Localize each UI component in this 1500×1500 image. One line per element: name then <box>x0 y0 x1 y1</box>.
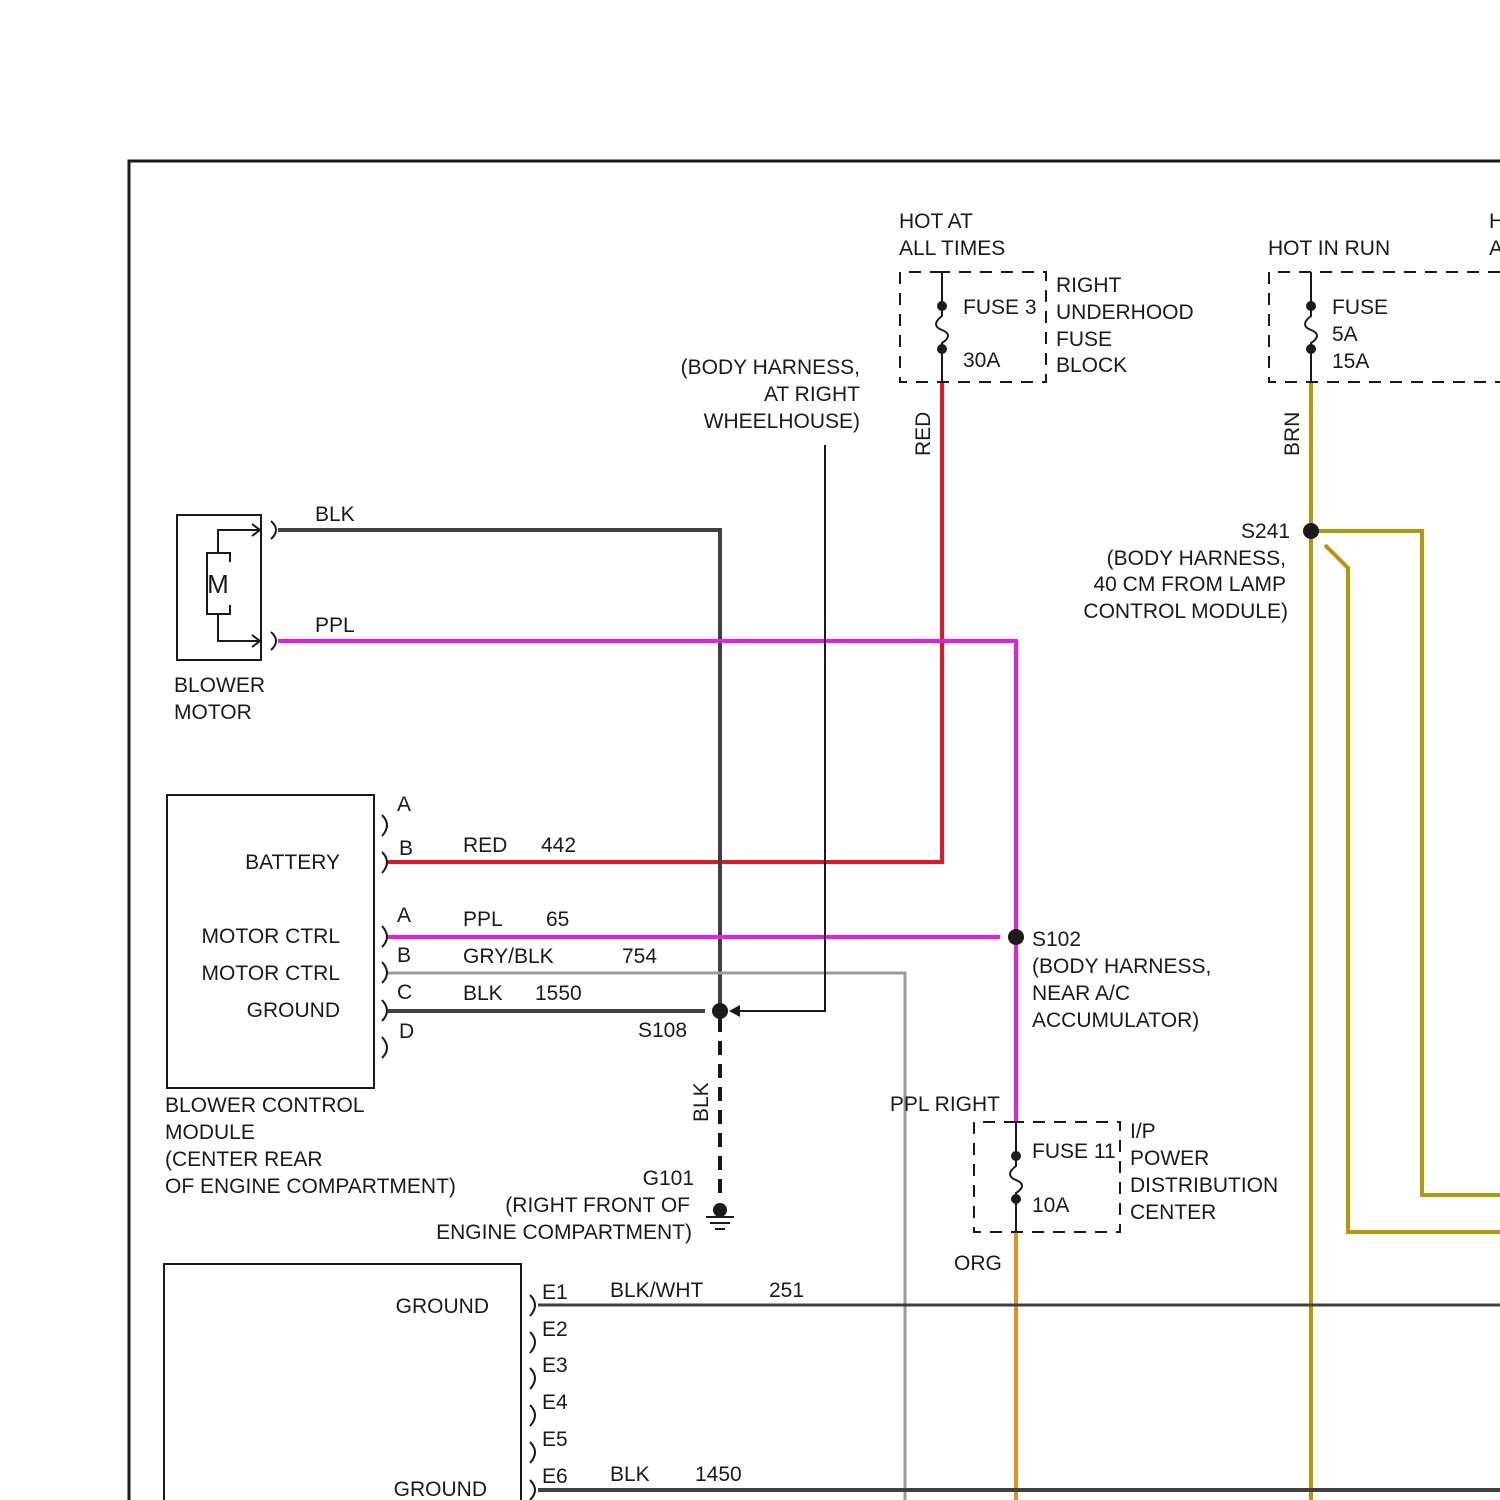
ground-symbol-icon <box>706 1217 734 1229</box>
bcm-wire-blk-circuit: 1550 <box>535 982 582 1005</box>
fuse11-block-line3: DISTRIBUTION <box>1130 1174 1278 1197</box>
bcm-function-ground: GROUND <box>247 999 340 1022</box>
s102-splice <box>1008 929 1024 945</box>
fuse-run-cut-label1: H <box>1489 210 1500 233</box>
fuse11-block-line2: POWER <box>1130 1147 1209 1170</box>
fuse3-source-line2: ALL TIMES <box>899 237 1005 260</box>
bcm-function-battery: BATTERY <box>245 851 340 874</box>
fuse3-block-line4: BLOCK <box>1056 354 1127 377</box>
blower-motor-label2: MOTOR <box>174 701 252 724</box>
s108-name: S108 <box>638 1019 687 1042</box>
body-harness-line2: AT RIGHT <box>764 383 860 406</box>
fuse-run-source: HOT IN RUN <box>1268 237 1390 260</box>
fuse3-block-line2: UNDERHOOD <box>1056 301 1194 324</box>
s241-desc1: (BODY HARNESS, <box>1107 547 1286 570</box>
body-harness-line1: (BODY HARNESS, <box>681 356 860 379</box>
gm-pin-e6: E6 <box>542 1465 568 1488</box>
s102-name: S102 <box>1032 928 1081 951</box>
s241-splice <box>1303 523 1319 539</box>
bcm-wire-gry-circuit: 754 <box>622 945 657 968</box>
fuse3-source-line1: HOT AT <box>899 210 973 233</box>
bcm-pin-b2: B <box>397 944 411 967</box>
g101-name: G101 <box>643 1167 694 1190</box>
bcm-pin-c: C <box>397 981 412 1004</box>
s241-name: S241 <box>1241 520 1290 543</box>
blower-motor-connector-icon <box>271 521 276 650</box>
blower-motor-wire-ppl: PPL <box>315 614 355 637</box>
s102-desc3: ACCUMULATOR) <box>1032 1009 1199 1032</box>
bcm-label3: (CENTER REAR <box>165 1148 323 1171</box>
gm-pin-e4: E4 <box>542 1391 568 1414</box>
wire-blk-down-label: BLK <box>690 1082 713 1122</box>
fuse11-block-line4: CENTER <box>1130 1201 1216 1224</box>
fuse-run-block-outline <box>1269 272 1500 382</box>
fuse-run-rating2: 15A <box>1332 350 1369 373</box>
gm-wire-blk-color: BLK <box>610 1463 650 1486</box>
gm-wire-blk-circuit: 1450 <box>695 1463 742 1486</box>
fuse3-name: FUSE 3 <box>963 296 1037 319</box>
gm-pin-e1: E1 <box>542 1281 568 1304</box>
g101-desc1: (RIGHT FRONT OF <box>505 1194 690 1217</box>
bcm-function-motor-ctrl-b: MOTOR CTRL <box>202 962 340 985</box>
fuse-run-name: FUSE <box>1332 296 1388 319</box>
bcm-wire-ppl-color: PPL <box>463 908 503 931</box>
fuse11-block-line1: I/P <box>1130 1120 1156 1143</box>
body-harness-line3: WHEELHOUSE) <box>704 410 860 433</box>
gm-function-ground1: GROUND <box>396 1295 489 1318</box>
fuse11-element-icon <box>1010 1122 1022 1232</box>
wire-brn-branch2 <box>1325 545 1500 1232</box>
s241-desc3: CONTROL MODULE) <box>1083 600 1288 623</box>
fuse11-output-label: ORG <box>954 1252 1002 1275</box>
motor-symbol-letter: M <box>207 569 229 599</box>
bcm-function-motor-ctrl-a: MOTOR CTRL <box>202 925 340 948</box>
blower-motor-label1: BLOWER <box>174 674 265 697</box>
wire-red-label: RED <box>912 412 935 456</box>
body-harness-leader <box>740 445 825 1011</box>
gm-wire-blkwht-color: BLK/WHT <box>610 1279 704 1302</box>
s108-splice <box>712 1003 728 1019</box>
bcm-label2: MODULE <box>165 1121 255 1144</box>
gm-function-ground2: GROUND <box>394 1478 487 1500</box>
s241-desc2: 40 CM FROM LAMP <box>1093 573 1286 596</box>
gm-pin-e3: E3 <box>542 1354 568 1377</box>
bcm-wire-gry-color: GRY/BLK <box>463 945 554 968</box>
bcm-label1: BLOWER CONTROL <box>165 1094 365 1117</box>
gm-connector-icon <box>530 1295 535 1500</box>
gm-pin-e2: E2 <box>542 1318 568 1341</box>
wire-brn-label: BRN <box>1281 412 1304 456</box>
s102-desc1: (BODY HARNESS, <box>1032 955 1211 978</box>
bcm-label4: OF ENGINE COMPARTMENT) <box>165 1175 456 1198</box>
g101-desc2: ENGINE COMPARTMENT) <box>436 1221 692 1244</box>
fuse11-rating: 10A <box>1032 1194 1069 1217</box>
wire-red-442 <box>388 383 942 862</box>
fuse3-element-icon <box>936 306 948 349</box>
fuse3-block-line3: FUSE <box>1056 328 1112 351</box>
blower-motor-wire-blk: BLK <box>315 503 355 526</box>
fuse-run-cut-label2: A <box>1489 237 1500 260</box>
bcm-wire-red-color: RED <box>463 834 507 857</box>
fuse3-rating: 30A <box>963 349 1000 372</box>
bcm-pin-a2: A <box>397 904 411 927</box>
bcm-wire-blk-color: BLK <box>463 982 503 1005</box>
fuse-run-element-icon <box>1305 272 1317 382</box>
fuse11-name: FUSE 11 <box>1032 1140 1116 1163</box>
bcm-connector-icon <box>382 815 387 1058</box>
bcm-wire-red-circuit: 442 <box>541 834 576 857</box>
body-harness-arrow-icon <box>729 1005 740 1017</box>
g101-point <box>713 1203 727 1217</box>
fuse3-block-line1: RIGHT <box>1056 274 1122 297</box>
gm-pin-e5: E5 <box>542 1428 568 1451</box>
s102-desc2: NEAR A/C <box>1032 982 1130 1005</box>
bcm-wire-ppl-circuit: 65 <box>546 908 569 931</box>
wire-brn-branch1 <box>1311 531 1500 1195</box>
gm-wire-blkwht-circuit: 251 <box>769 1279 804 1302</box>
bcm-pin-b1: B <box>399 837 413 860</box>
bcm-pin-d: D <box>399 1020 414 1043</box>
fuse-run-rating1: 5A <box>1332 323 1358 346</box>
fuse11-input-label: PPL RIGHT <box>890 1093 1000 1116</box>
bcm-pin-a1: A <box>397 793 411 816</box>
